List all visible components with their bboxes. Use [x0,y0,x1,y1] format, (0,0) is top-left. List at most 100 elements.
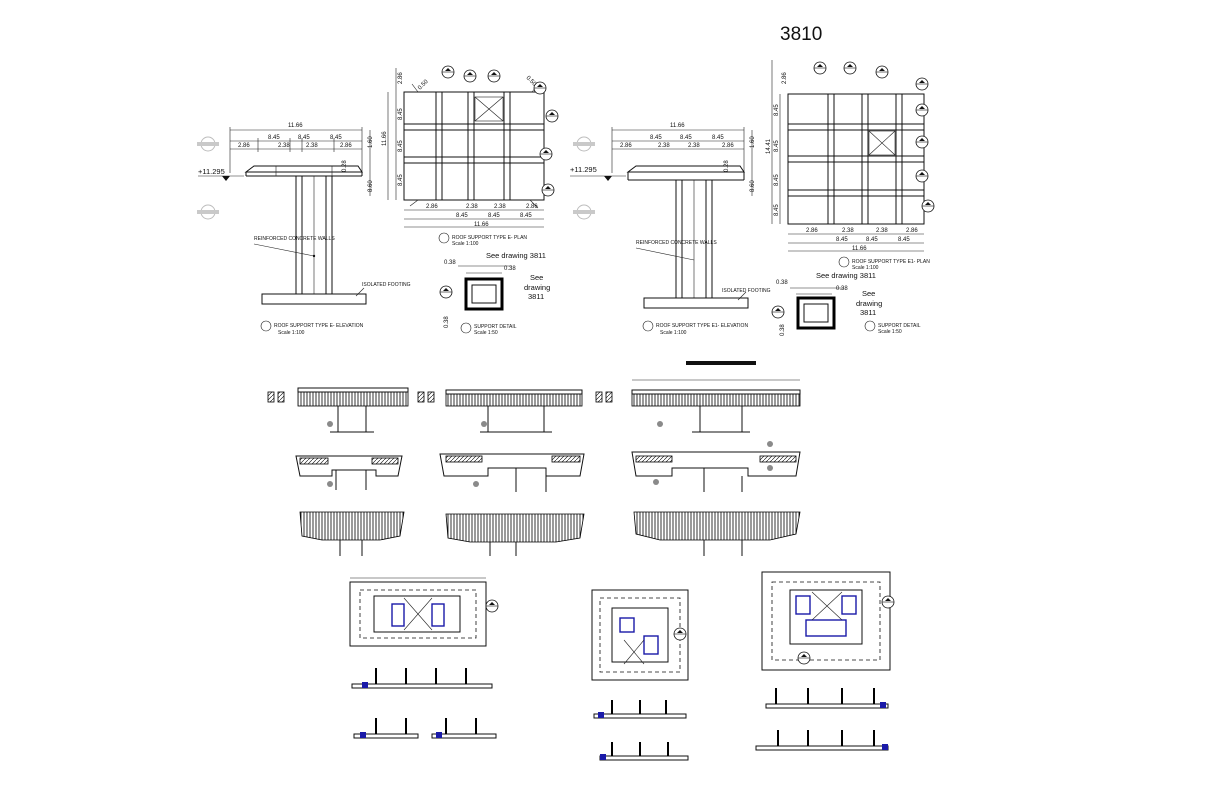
see-drawing-note: See drawing 3811 [486,251,546,260]
elevation-a: 11.66 8.45 8.45 8.45 2.86 2.38 2.38 2.86… [196,123,411,336]
section-tag-icon [813,61,827,75]
dim-bay: 8.45 [774,140,780,152]
scale-label: Scale 1:100 [452,241,479,247]
section-tag-icon [797,651,811,665]
drawing-title: SUPPORT DETAIL [474,324,517,330]
drawing-title: ROOF SUPPORT TYPE E- PLAN [452,235,527,241]
section-tag-icon [915,103,929,117]
section-tag-icon [915,77,929,91]
dim-detail: 0.38 [780,324,786,336]
sheet-header-bar [686,361,756,365]
dim-bay: 8.45 [712,135,724,141]
dim-bay: 8.45 [898,237,910,243]
plan-a: 0.50 0.50 2.86 11.66 8.45 8.45 8.45 2.86… [382,65,559,247]
dim-span: 2.38 [876,228,888,234]
dim-small: 0.28 [724,160,730,172]
section-tag-icon [875,65,889,79]
dim-edge: 2.86 [806,228,818,234]
support-detail-a: See drawing 3811 0.38 0.38 See drawing 3… [439,251,550,336]
section-tag-icon [843,61,857,75]
drawing-title: ROOF SUPPORT TYPE E1- ELEVATION [656,323,748,329]
scale-label: Scale 1:100 [852,265,879,271]
section-tag-icon [487,69,501,83]
dim-total: 11.66 [852,246,867,252]
ref-label: 3811 [528,292,544,301]
dim-edge: 2.86 [526,204,538,210]
bridge-sections [267,361,801,556]
dim-span: 2.38 [306,143,318,149]
dim-detail: 0.38 [504,266,516,272]
dim-bay: 8.45 [774,204,780,216]
support-detail-b: 0.38 See drawing 3811 0.38 See drawing 3… [771,271,921,336]
see-drawing-note: See drawing 3811 [816,271,876,280]
dim-edge: 2.86 [722,143,734,149]
section-tag-icon [441,65,455,79]
dim-edge: 2.86 [398,72,404,84]
dim-total: 14.41 [766,138,772,154]
dim-edge: 2.86 [238,143,250,149]
dim-bay: 8.45 [774,174,780,186]
footing-label: ISOLATED FOOTING [362,282,411,288]
dim-bay: 8.45 [836,237,848,243]
drawing-number: 3810 [780,24,823,45]
scale-label: Scale 1:100 [660,330,687,336]
watermark-logo-icon [196,136,220,152]
see-label: See [530,273,543,282]
dim-small: 0.28 [342,160,348,172]
dim-bay: 8.45 [298,135,310,141]
dim-bay: 8.45 [268,135,280,141]
dim-detail: 0.38 [444,260,456,266]
section-row-1 [267,379,801,433]
dim-bay: 8.45 [774,104,780,116]
dim-bay: 8.45 [488,213,500,219]
dim-span: 2.38 [466,204,478,210]
dim-bay: 8.45 [520,213,532,219]
section-tag-icon [921,199,935,213]
scale-label: Scale 1:50 [474,330,498,336]
dim-height: 1.60 [368,136,374,148]
section-tag-icon [915,169,929,183]
level-label: +11.295 [570,165,597,174]
dim-edge: 2.86 [426,204,438,210]
plan-b: 2.86 14.41 8.45 8.45 8.45 8.45 2.86 2.38… [766,60,935,271]
level-label: +11.295 [198,167,225,176]
dim-span: 2.38 [658,143,670,149]
drawing-label: drawing [524,283,550,292]
dim-span: 2.38 [688,143,700,149]
dim-edge: 2.86 [906,228,918,234]
dim-bay: 8.45 [330,135,342,141]
watermark-logo-icon [196,204,220,220]
dim-height: 8.60 [368,180,374,192]
section-tag-icon [545,109,559,123]
dim-bay: 8.45 [680,135,692,141]
drawing-title: SUPPORT DETAIL [878,323,921,329]
section-tag-icon [771,305,785,319]
foundation-plans [349,571,895,761]
section-row-3 [299,511,801,556]
section-tag-icon [439,285,453,299]
dim-bay: 8.45 [398,108,404,120]
drawing-title: ROOF SUPPORT TYPE E1- PLAN [852,259,930,265]
dim-span: 2.38 [842,228,854,234]
dim-span: 2.38 [494,204,506,210]
scale-label: Scale 1:100 [278,330,305,336]
section-tag-icon [881,595,895,609]
dim-edge: 2.86 [782,72,788,84]
section-tag-icon [541,183,555,197]
elevation-b: 11.66 8.45 8.45 8.45 2.86 2.38 2.38 2.86… [570,123,771,336]
walls-label: REINFORCED CONCRETE WALLS [254,236,335,242]
dim-total: 11.66 [382,131,388,146]
drawing-title: ROOF SUPPORT TYPE E- ELEVATION [274,323,364,329]
walls-label: REINFORCED CONCRETE WALLS [636,240,717,246]
dim-edge: 2.86 [340,143,352,149]
dim-total: 11.66 [474,222,489,228]
dim-height: 8.60 [750,180,756,192]
dim-bay: 8.45 [650,135,662,141]
dim-detail: 0.38 [776,280,788,286]
dim-bay: 8.45 [456,213,468,219]
dim-span: 2.38 [278,143,290,149]
dim-height: 1.60 [750,136,756,148]
drawing-label: drawing [856,299,882,308]
section-row-2 [295,451,801,492]
